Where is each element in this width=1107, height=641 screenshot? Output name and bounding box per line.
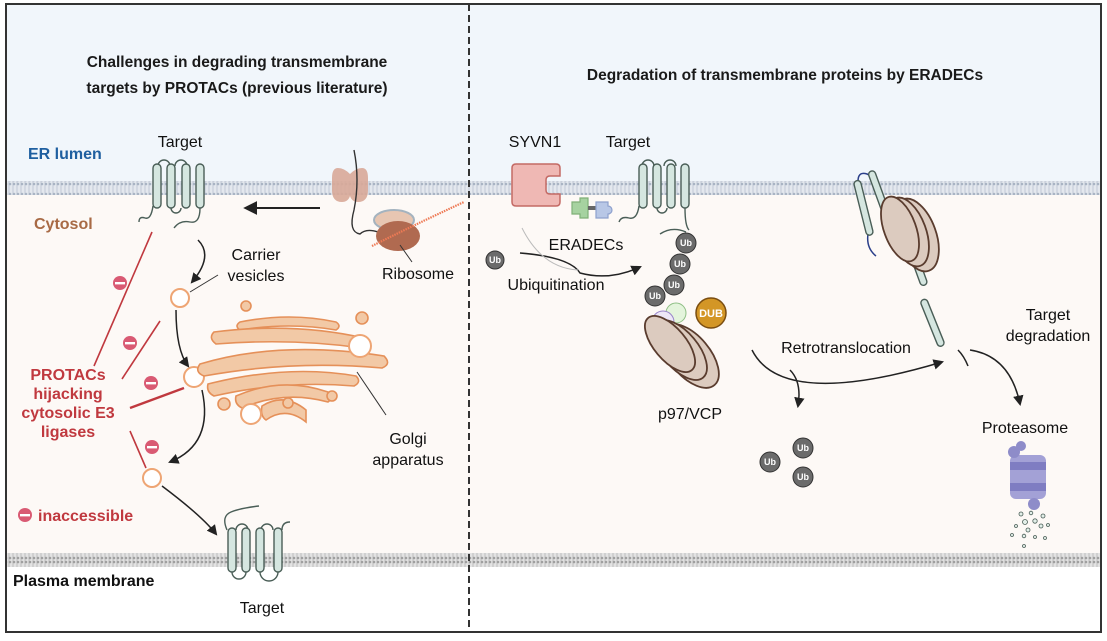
inhibit-icon <box>123 336 137 350</box>
proteasome-label: Proteasome <box>982 420 1068 437</box>
ub: Ub <box>663 274 685 296</box>
golgi-vesicle-2 <box>240 403 262 425</box>
inaccessible-legend: inaccessible <box>18 508 133 525</box>
extracellular-region <box>6 567 1101 632</box>
dub-label: DUB <box>699 308 723 320</box>
left-title-line1: Challenges in degrading transmembrane <box>87 54 388 71</box>
p97-retro <box>880 195 940 273</box>
protacs-label-line2: hijacking <box>33 386 102 403</box>
golgi-pointer <box>356 371 387 416</box>
er-lumen-region <box>6 4 1101 185</box>
svg-text:Ub: Ub <box>797 443 809 453</box>
proteasome-icon <box>1008 441 1046 510</box>
target-tail <box>866 233 877 257</box>
figure-border <box>5 3 1102 633</box>
target-top-label: Target <box>158 134 203 151</box>
ub: Ub <box>644 285 666 307</box>
er-membrane <box>6 181 1101 195</box>
syvn1-protein <box>511 163 561 207</box>
target-protein-right <box>618 159 690 235</box>
left-title-line2: targets by PROTACs (previous literature) <box>86 80 387 97</box>
mrna <box>371 201 465 247</box>
plasma-membrane <box>6 553 1101 567</box>
svg-text:Ub: Ub <box>668 280 680 290</box>
target-bottom-label: Target <box>240 600 285 617</box>
carrier-label-line2: vesicles <box>228 268 285 285</box>
right-title: Degradation of transmembrane proteins by… <box>587 67 983 84</box>
carrier-pointer <box>189 274 219 293</box>
ub: Ub <box>669 253 691 275</box>
ribosome-label: Ribosome <box>382 266 454 283</box>
vesicle-3 <box>142 468 162 488</box>
target-protein-pm <box>224 505 291 582</box>
target-end-tail <box>957 349 969 367</box>
golgi-label-line2: apparatus <box>372 452 443 469</box>
ribosome-icon <box>373 209 420 251</box>
protacs-label-line3: cytosolic E3 <box>21 405 114 422</box>
carrier-label-line1: Carrier <box>232 247 282 264</box>
arrow-target-to-vesicle <box>190 239 206 284</box>
er-lumen-label: ER lumen <box>28 146 102 163</box>
vesicle-1 <box>170 288 190 308</box>
ub: Ub <box>759 451 781 473</box>
svg-text:Ub: Ub <box>797 472 809 482</box>
arrow-vesicle-to-pm <box>161 485 218 536</box>
target-degradation-line2: degradation <box>1006 328 1091 345</box>
golgi-label-line1: Golgi <box>389 431 426 448</box>
protacs-label-line1: PROTACs <box>30 367 105 384</box>
cytosol-label: Cytosol <box>34 216 93 233</box>
golgi-vesicle-1 <box>348 334 372 358</box>
p97-vcp <box>644 315 720 389</box>
inhibit-icon <box>113 276 127 290</box>
target-degradation-line1: Target <box>1026 307 1071 324</box>
inhibit-icon <box>144 376 158 390</box>
peptide-fragments <box>1010 510 1050 548</box>
svg-text:Ub: Ub <box>680 238 692 248</box>
dub-enzyme: DUB <box>695 297 727 329</box>
arrow-golgi-to-vesicle <box>168 389 206 464</box>
protacs-label: PROTACs hijacking cytosolic E3 ligases <box>21 367 114 441</box>
ribosome-pointer <box>399 244 413 263</box>
p97-label: p97/VCP <box>658 406 722 423</box>
protac-inhibition-lines <box>93 231 185 469</box>
target-label-right: Target <box>606 134 651 151</box>
svg-text:Ub: Ub <box>649 291 661 301</box>
eradec-molecule <box>571 197 613 219</box>
protacs-label-line4: ligases <box>41 424 95 441</box>
svg-text:Ub: Ub <box>764 457 776 467</box>
ub-free: Ub <box>485 250 505 270</box>
ub: Ub <box>792 437 814 459</box>
legend-label: inaccessible <box>38 508 133 525</box>
degradation-arrow <box>969 349 1024 407</box>
golgi-apparatus <box>196 300 389 424</box>
ub-chain: Ub Ub Ub <box>663 232 697 296</box>
nascent-chain <box>351 149 379 235</box>
ub: Ub <box>792 466 814 488</box>
svg-text:Ub: Ub <box>674 259 686 269</box>
ubiquitination-arrow-faint <box>521 227 579 271</box>
ub: Ub <box>675 232 697 254</box>
inhibit-icon <box>145 440 159 454</box>
retro-arrow <box>751 349 945 385</box>
inhibit-icons <box>113 276 159 454</box>
ubiquitination-arrow <box>519 252 642 277</box>
translocon <box>332 168 368 202</box>
arrow-vesicle-to-golgi <box>175 309 190 368</box>
ub-text: Ub <box>489 255 501 265</box>
target-protein-er <box>138 159 205 229</box>
released-ub: Ub Ub Ub <box>759 437 814 488</box>
plasma-membrane-label: Plasma membrane <box>13 573 155 590</box>
retro-label: Retrotranslocation <box>781 340 911 357</box>
syvn1-label: SYVN1 <box>509 134 562 151</box>
ubiquitination-label: Ubiquitination <box>508 277 605 294</box>
eradecs-label: ERADECs <box>549 237 624 254</box>
ub-release-arrow <box>789 369 805 409</box>
